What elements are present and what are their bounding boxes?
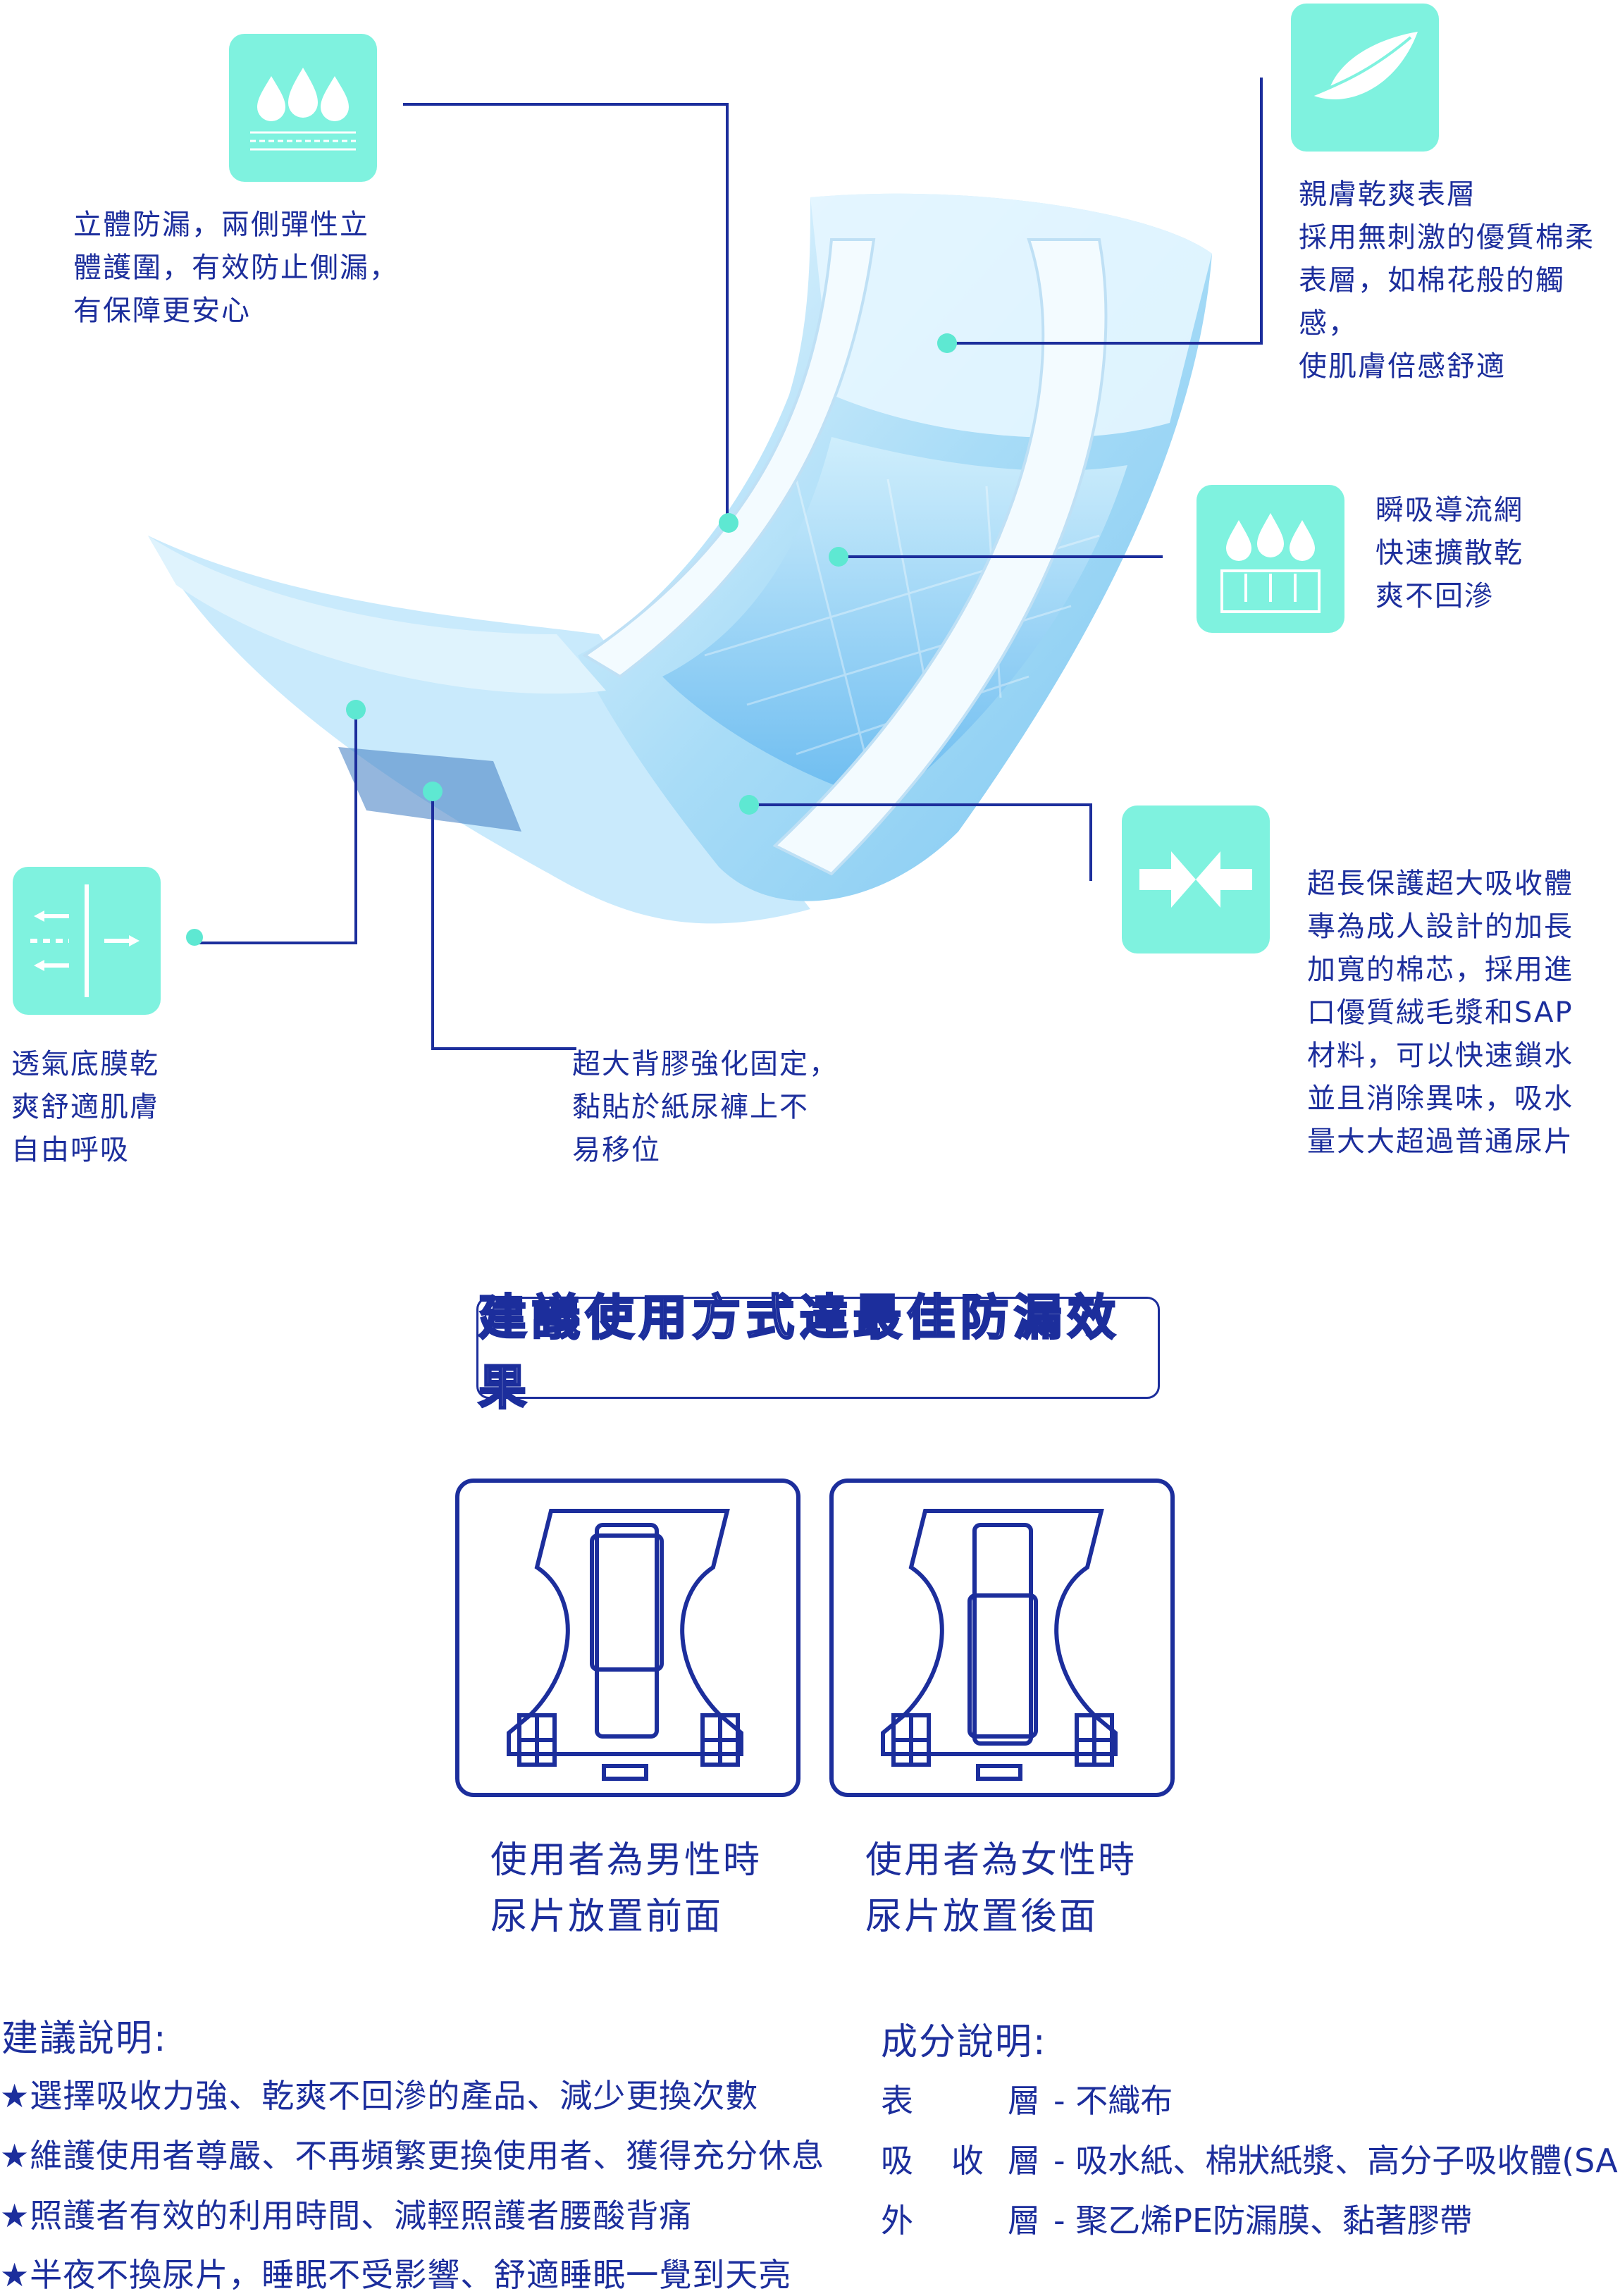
- usage-title: 建議使用方式達最佳防漏效果: [476, 1289, 1160, 1417]
- feature-absorb-text: 瞬吸導流網 快速擴散乾 爽不回滲: [1375, 494, 1523, 612]
- feature-skin-text: 親膚乾爽表層 採用無刺激的優質棉柔 表層，如棉花般的觸感， 使肌膚倍感舒適: [1299, 178, 1595, 383]
- dot-absorb: [829, 547, 848, 567]
- dot-tape: [423, 782, 443, 801]
- water-drops-icon: [229, 34, 377, 182]
- male-diagram: [455, 1479, 800, 1797]
- airflow-icon: [13, 867, 161, 1015]
- advice-item: ★半夜不換尿片，睡眠不受影響、舒適睡眠一覺到天亮: [0, 2256, 792, 2294]
- feature-tape-text: 超大背膠強化固定， 黏貼於紙尿褲上不 易移位: [572, 1048, 839, 1166]
- absorb-drops-icon: [1197, 485, 1344, 633]
- composition-heading: 成分說明:: [881, 2021, 1047, 2063]
- dot-leak: [719, 513, 738, 533]
- female-diagram: [829, 1479, 1175, 1797]
- advice-item: ★選擇吸收力強、乾爽不回滲的產品、減少更換次數: [0, 2077, 759, 2115]
- dot-skin: [937, 333, 957, 353]
- female-caption: 使用者為女性時 尿片放置後面: [865, 1839, 1137, 1938]
- advice-heading: 建議說明:: [1, 2018, 168, 2060]
- feature-leak-text: 立體防漏，兩側彈性立 體護圍，有效防止側漏， 有保障更安心: [73, 209, 399, 327]
- connector-lines: [186, 78, 1263, 1050]
- arrows-inward-icon: [1122, 806, 1270, 953]
- feature-long-text: 超長保護超大吸收體 專為成人設計的加長 加寬的棉芯，採用進 口優質絨毛漿和SAP…: [1307, 868, 1573, 1158]
- advice-item: ★照護者有效的利用時間、減輕照護者腰酸背痛: [0, 2197, 693, 2235]
- feather-icon: [1291, 4, 1439, 152]
- male-caption: 使用者為男性時 尿片放置前面: [490, 1839, 762, 1938]
- dot-breath: [346, 700, 366, 720]
- feature-breath-text: 透氣底膜乾 爽舒適肌膚 自由呼吸: [11, 1048, 159, 1166]
- advice-item: ★維護使用者尊嚴、不再頻繁更換使用者、獲得充分休息: [0, 2137, 825, 2175]
- dot-long: [739, 795, 759, 815]
- dot-breath-end: [186, 929, 203, 946]
